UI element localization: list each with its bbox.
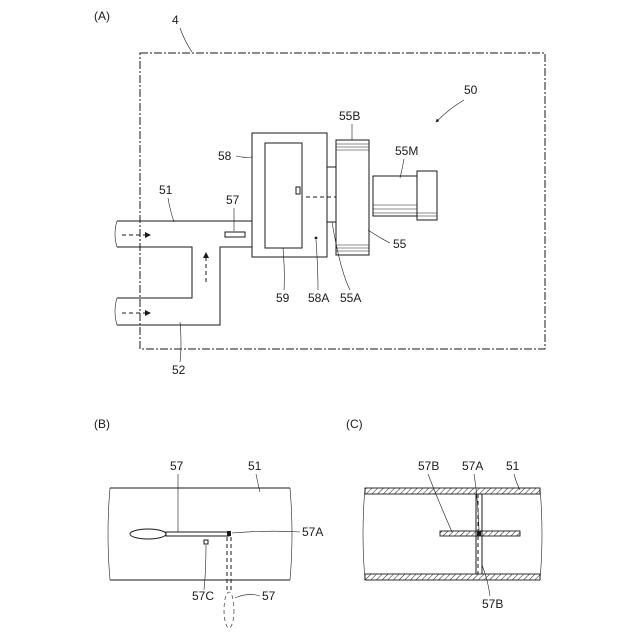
duct-b-left-break (108, 488, 110, 580)
leader-57A-b (232, 531, 300, 533)
ref-57b-b: 57 (262, 589, 276, 603)
duct-break-1 (115, 221, 117, 247)
connector-lines (327, 167, 336, 222)
panel-c: (C) 57B 57A 51 57B (346, 417, 542, 611)
panel-c-label: (C) (346, 417, 363, 431)
leader-51-b (256, 474, 260, 492)
motor-55M-body (373, 176, 417, 216)
duct-c-bottom-wall (365, 574, 540, 580)
sensor-57-stick (166, 532, 229, 536)
leader-58 (236, 156, 252, 157)
leader-51 (168, 198, 174, 222)
ref-55B: 55B (339, 109, 360, 123)
duct-c-top-wall (365, 488, 540, 494)
leader-52 (180, 322, 181, 362)
ref-58: 58 (218, 149, 232, 163)
leader-55 (368, 230, 390, 243)
panel-a-label: (A) (94, 9, 110, 23)
slot-59 (296, 187, 300, 194)
sensor-57 (225, 232, 245, 237)
sensor-57-rotated-stick (227, 537, 231, 592)
motor-55M-cap (417, 171, 437, 220)
sensor-57A-pivot (227, 531, 231, 536)
duct-b-right-break (290, 488, 292, 580)
ref-55M: 55M (395, 144, 418, 158)
leader-57C-b (204, 545, 206, 590)
leader-55M (400, 159, 404, 178)
leader-57B-c-top (428, 474, 452, 532)
ref-52: 52 (172, 363, 186, 377)
ref-59: 59 (276, 291, 290, 305)
ref-51-c: 51 (506, 459, 520, 473)
ref-50: 50 (464, 83, 478, 97)
sensor-57C (204, 540, 208, 544)
duct-51-bottom-wall (117, 247, 192, 298)
ref-57: 57 (226, 193, 240, 207)
leader-57B-c-bottom (482, 565, 490, 596)
duct-break-2 (115, 298, 117, 325)
panel-a: (A) 4 50 51 52 57 58 59 (94, 9, 545, 377)
ref-58A: 58A (308, 291, 329, 305)
ref-57C-b: 57C (192, 589, 214, 603)
ref-57B-c-bottom: 57B (482, 597, 503, 611)
ref-51-b: 51 (248, 459, 262, 473)
panel-b: (B) 57 51 57A 57C 57 (94, 417, 323, 628)
ref-4: 4 (172, 13, 179, 27)
ref-57A-b: 57A (302, 525, 323, 539)
ref-57-b: 57 (170, 459, 184, 473)
ref-55: 55 (393, 237, 407, 251)
ref-57B-c-top: 57B (418, 459, 439, 473)
duct-c-left-break (363, 488, 365, 580)
ref-51: 51 (159, 183, 173, 197)
sensor-57-head (130, 529, 166, 539)
leader-4 (180, 28, 192, 52)
box-59 (265, 143, 302, 248)
dot-58A (315, 237, 318, 240)
leader-50 (436, 100, 464, 122)
sensor-57-rotated-head (224, 592, 234, 628)
ref-57A-c: 57A (462, 459, 483, 473)
panel-b-label: (B) (94, 417, 110, 431)
leader-57b-b (235, 594, 260, 598)
ref-55A: 55A (340, 291, 361, 305)
fan-55 (336, 140, 369, 255)
duct-c-right-break (540, 488, 542, 580)
